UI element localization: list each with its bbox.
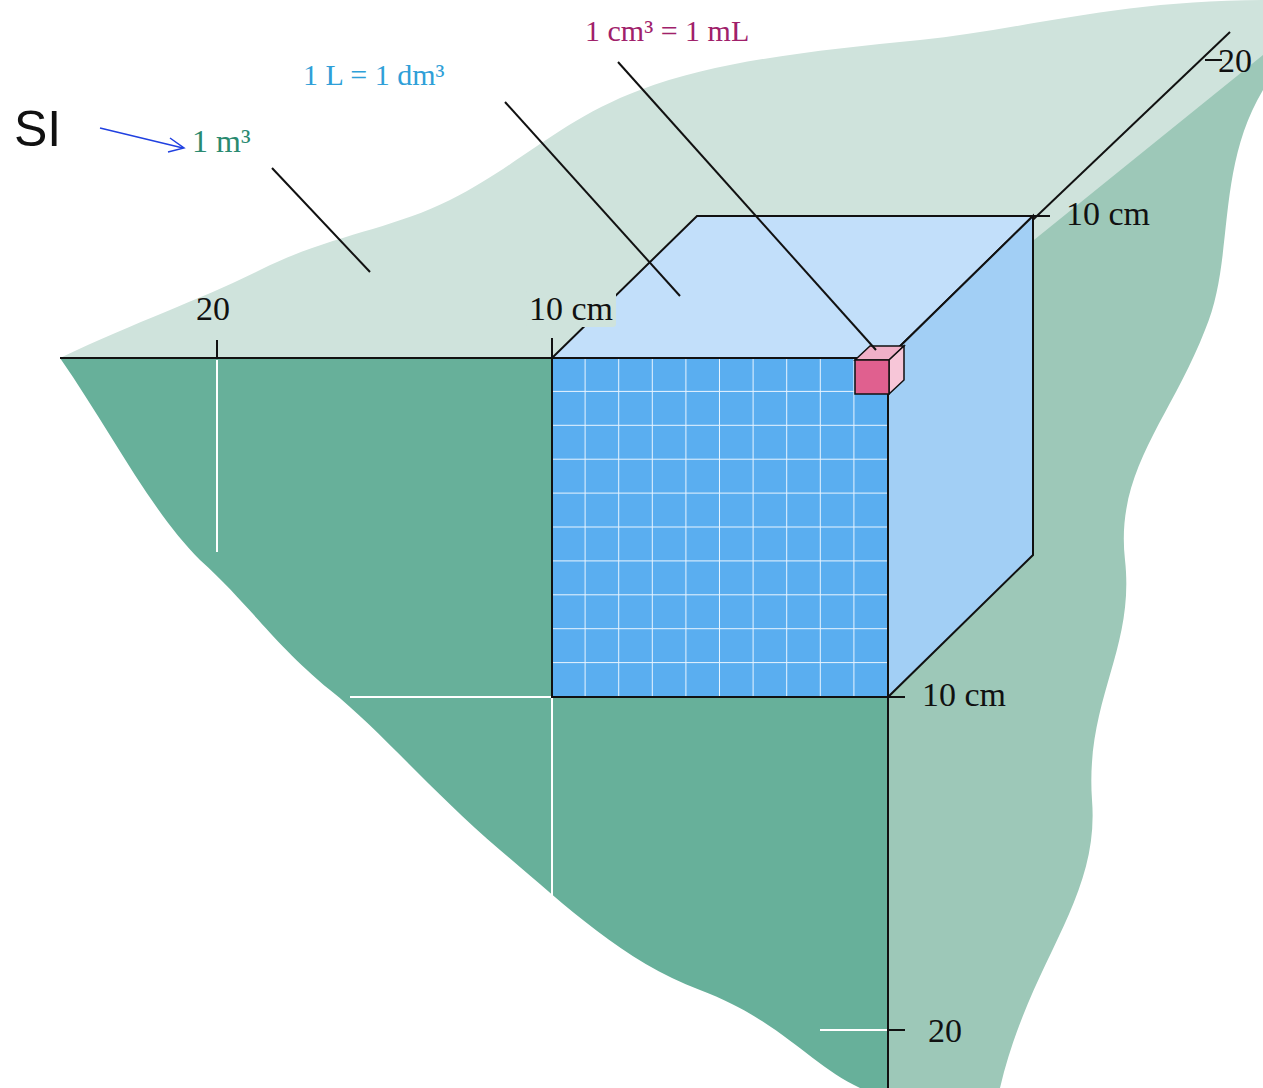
dimension-label: 10 cm: [526, 290, 616, 327]
unit-system-label: SI: [14, 102, 61, 157]
right-plane: [888, 55, 1263, 1088]
dimension-label: 10 cm: [1066, 195, 1150, 232]
cube-front-grid: [552, 358, 888, 697]
small-cube: [855, 346, 904, 394]
axes: [60, 32, 1230, 1088]
axis-number: 20: [196, 290, 230, 327]
front-plane: [60, 358, 888, 1088]
axis-number: 20: [928, 1012, 962, 1049]
axis-number: 20: [1218, 42, 1252, 79]
volume-label: 1 cm³ = 1 mL: [585, 14, 749, 47]
cube-side: [888, 216, 1033, 697]
si-arrow: [100, 128, 184, 152]
volume-label: 1 m³: [192, 124, 250, 159]
dimension-label: 10 cm: [922, 676, 1006, 713]
leader-lines: [272, 62, 876, 350]
volume-label: 1 L = 1 dm³: [303, 58, 444, 91]
